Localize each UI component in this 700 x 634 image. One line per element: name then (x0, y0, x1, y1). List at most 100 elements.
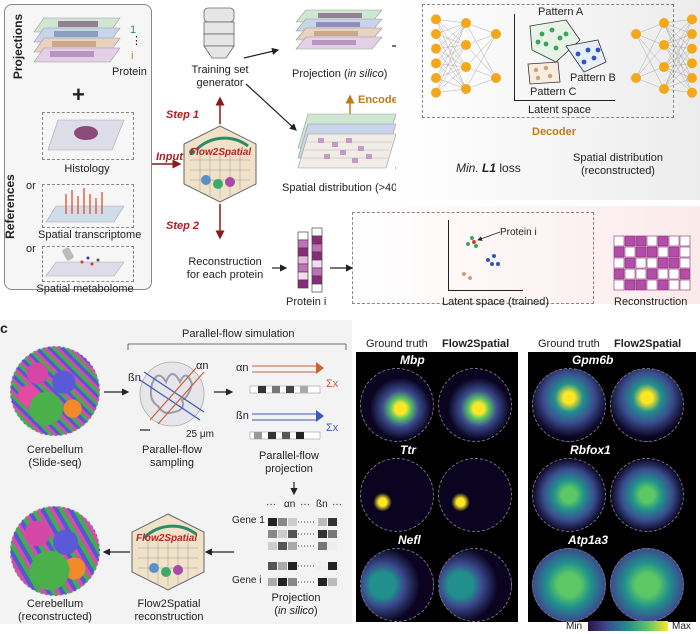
cerebellum-rec-label-2: (reconstructed) (18, 611, 92, 623)
reconstruction-cell (635, 268, 647, 280)
decoder-label: Decoder (532, 126, 577, 138)
gene-cell (288, 578, 297, 586)
index-1: 1 (130, 24, 137, 36)
gene-cell (328, 562, 337, 570)
spatial-reconstructed-label-1: Spatial distribution (573, 152, 663, 164)
reconstruction-cell (668, 246, 680, 258)
gene-cell (278, 562, 287, 570)
reconstruction-cell (657, 257, 669, 269)
cerebellum-reconstructed-image (10, 506, 100, 596)
ground-truth-header-1: Ground truth (366, 338, 428, 350)
gene-name-label: Ttr (400, 443, 416, 457)
gene-cell (318, 542, 327, 550)
latent-space-frame (514, 14, 615, 101)
projection-in-silico-c-1: Projection (271, 592, 321, 604)
flow2spatial-map (438, 458, 512, 532)
ground-truth-map (532, 458, 606, 532)
step1-label: Step 1 (166, 109, 200, 121)
gene-cell (328, 578, 337, 586)
reconstruction-for-label-2: for each protein (186, 269, 264, 281)
spatial-distribution-label: Spatial distribution (>40k) (282, 182, 407, 194)
reconstruction-cell (679, 268, 691, 280)
sigma-x-label-1: Σx (326, 378, 339, 390)
gene-1-label: Gene 1 (232, 515, 265, 526)
metabolome-box (42, 246, 134, 282)
reconstruction-cell (646, 235, 658, 247)
f2s-reconstruction-label-2: reconstruction (134, 611, 204, 623)
min-l1-loss-label: Min. L1 loss (456, 161, 521, 175)
network-node (659, 84, 669, 94)
parallel-projection-label-1: Parallel-flow (259, 450, 319, 462)
gene-cell (318, 578, 327, 586)
network-node (431, 29, 441, 39)
reconstruction-cell (679, 279, 691, 291)
gene-col-dots-2: ··· (300, 499, 310, 510)
reconstruction-cell (679, 246, 691, 258)
pattern-a-label: Pattern A (538, 6, 584, 18)
flow2spatial-map (438, 368, 512, 442)
parallel-sampling-label-1: Parallel-flow (142, 444, 202, 456)
gene-name-label: Atp1a3 (568, 533, 609, 547)
gene-cell (288, 518, 297, 526)
ground-truth-map (532, 548, 606, 622)
network-node (631, 29, 641, 39)
projection-in-silico-c-2: (in silico) (274, 605, 318, 617)
network-node (659, 40, 669, 50)
histology-box (42, 112, 134, 160)
projection-in-silico-label: Projection (in silico) (292, 68, 388, 80)
alpha-n-proj-label: αn (236, 362, 249, 374)
gene-cell (328, 530, 337, 538)
network-node (461, 40, 471, 50)
gene-cell (278, 518, 287, 526)
pattern-b-label: Pattern B (570, 72, 616, 84)
flow2spatial-map (610, 548, 684, 622)
index-dots: ⋮ (131, 35, 142, 47)
beta-n-proj-label: ßn (236, 410, 249, 422)
reconstruction-cell (679, 235, 691, 247)
reconstruction-cell (613, 257, 625, 269)
network-node (659, 62, 669, 72)
parallel-sampling-label-2: sampling (149, 457, 195, 469)
flow2spatial-map (610, 368, 684, 442)
gene-col-bn: ßn (316, 499, 328, 510)
flow2spatial-map (610, 458, 684, 532)
histology-label: Histology (64, 163, 110, 175)
network-node (687, 58, 697, 69)
or-label-2: or (26, 243, 36, 255)
gene-col-an: αn (284, 499, 296, 510)
latent-trained-frame (448, 220, 523, 291)
reconstruction-cell (646, 246, 658, 258)
trained-network-box (352, 212, 594, 304)
gene-cell (318, 562, 327, 570)
generator-label: generator (196, 77, 244, 89)
gene-cell (268, 518, 277, 526)
network-node (687, 43, 697, 54)
reconstruction-cell (624, 246, 636, 258)
latent-trained-label: Latent space (trained) (442, 296, 550, 308)
gene-cell (288, 530, 297, 538)
network-node (631, 73, 641, 83)
scale-label: 25 μm (186, 429, 214, 440)
gene-col-dots-1: ··· (266, 499, 276, 510)
network-node (687, 73, 697, 83)
network-node (431, 73, 441, 83)
cerebellum-slideseq-image (10, 346, 100, 436)
reconstruction-cell (613, 235, 625, 247)
ground-truth-map (360, 458, 434, 532)
cerebellum-rec-label-1: Cerebellum (26, 598, 84, 610)
ground-truth-header-2: Ground truth (538, 338, 600, 350)
network-node (687, 87, 697, 98)
reconstruction-cell (624, 235, 636, 247)
gene-cell (268, 530, 277, 538)
alpha-n-label: αn (196, 360, 209, 372)
